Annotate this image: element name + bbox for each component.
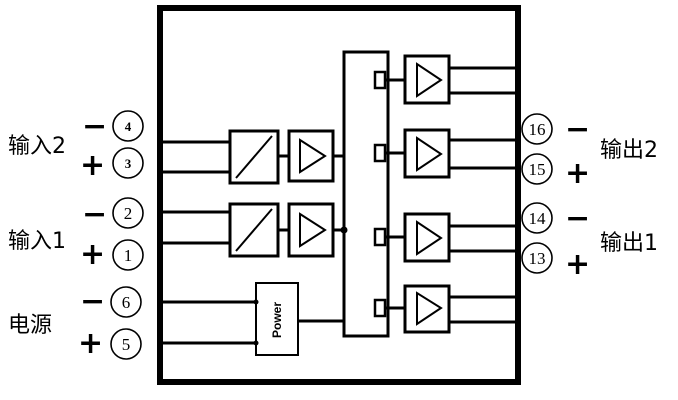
terminal-3: 3: [112, 147, 144, 179]
terminal-16-number: 16: [529, 120, 546, 139]
terminal-1: 1: [112, 239, 144, 271]
terminal-4-number: 4: [125, 119, 132, 134]
terminal-15-number: 15: [529, 160, 546, 179]
terminal-6-number: 6: [122, 293, 131, 312]
terminal-13-plus-sign: +: [565, 247, 590, 282]
module-enclosure: [157, 5, 521, 385]
terminal-5: 5: [110, 328, 142, 360]
terminal-16-minus-sign: −: [565, 112, 590, 147]
output-d-connector: [373, 298, 387, 318]
terminal-4: 4: [112, 110, 144, 142]
terminal-15: 15: [521, 153, 553, 185]
terminal-16: 16: [521, 113, 553, 145]
output2-label: 输出2: [600, 138, 658, 163]
power-block-label: Power: [270, 302, 284, 338]
output-a-amplifier: [403, 54, 451, 105]
terminal-1-number: 1: [124, 246, 133, 265]
terminal-2-minus-sign: −: [82, 197, 107, 232]
terminal-4-minus-sign: −: [82, 109, 107, 144]
terminal-3-number: 3: [125, 156, 132, 171]
terminal-5-number: 5: [122, 335, 131, 354]
terminal-3-plus-sign: +: [80, 148, 105, 183]
output-channel-a: [373, 54, 518, 105]
input1-amplifier-block: [287, 202, 335, 258]
output-b-connector: [373, 143, 387, 163]
terminal-14-number: 14: [529, 209, 547, 228]
terminal-2-number: 2: [124, 204, 133, 223]
terminal-1-plus-sign: +: [80, 237, 105, 272]
terminal-2: 2: [112, 197, 144, 229]
input1-isolator-block: [228, 202, 280, 258]
power-dot-minus: [253, 299, 259, 305]
power-label: 电源: [8, 313, 52, 338]
output-c-connector: [373, 227, 387, 247]
central-bus: [342, 50, 390, 338]
terminal-15-plus-sign: +: [565, 156, 590, 191]
power-block: [255, 282, 299, 356]
power-dot-plus: [253, 340, 259, 346]
output-b-amplifier: [403, 128, 451, 179]
terminal-14-minus-sign: −: [565, 201, 590, 236]
input2-amplifier-block: [287, 129, 335, 183]
input2-label: 输入2: [8, 134, 66, 159]
input1-label: 输入1: [8, 229, 66, 254]
output-channel-b: [373, 128, 518, 179]
output-channel-c: [373, 212, 518, 263]
terminal-6-minus-sign: −: [80, 284, 105, 319]
terminal-6: 6: [110, 286, 142, 318]
output-d-amplifier: [403, 284, 451, 334]
terminal-14: 14: [521, 202, 553, 234]
output1-label: 输出1: [600, 231, 658, 256]
terminal-13: 13: [521, 242, 553, 274]
output-a-connector: [373, 70, 387, 90]
output-c-amplifier: [403, 212, 451, 263]
terminal-5-plus-sign: +: [78, 326, 103, 361]
terminal-13-number: 13: [529, 249, 546, 268]
input2-isolator-block: [228, 129, 280, 185]
output-channel-d: [373, 284, 518, 334]
